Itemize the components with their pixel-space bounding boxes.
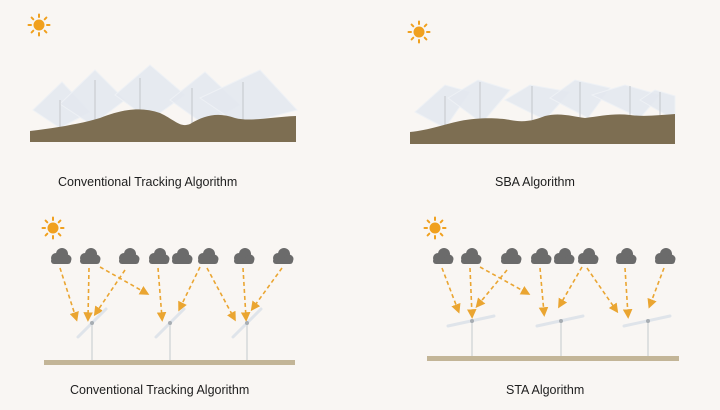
bottom-right-scene-svg	[423, 216, 679, 361]
light-rays	[441, 266, 665, 319]
top-left-scene: Conventional Tracking Algorithm	[0, 0, 360, 200]
light-rays	[59, 266, 283, 322]
solar-panels	[414, 79, 676, 129]
solar-panels	[32, 64, 298, 129]
caption-top-left: Conventional Tracking Algorithm	[58, 175, 238, 189]
hilly-ground	[30, 109, 296, 142]
cloud-icon	[578, 248, 599, 264]
sun-icon	[423, 216, 447, 240]
top-right-scene-svg	[407, 20, 676, 144]
tracker-poles	[59, 78, 244, 130]
clouds	[433, 248, 676, 264]
cloud-icon	[501, 248, 522, 264]
bottom-right-scene: STA Algorithm	[360, 205, 720, 410]
cloud-icon	[531, 248, 552, 264]
cloud-icon	[51, 248, 72, 264]
cloud-icon	[119, 248, 140, 264]
caption-bottom-right: STA Algorithm	[506, 383, 585, 397]
cloud-icon	[273, 248, 294, 264]
cloud-icon	[149, 248, 170, 264]
flat-ground	[427, 356, 679, 361]
cloud-icon	[234, 248, 255, 264]
sun-icon	[407, 20, 431, 44]
cloud-icon	[655, 248, 676, 264]
cloud-icon	[80, 248, 101, 264]
cloud-icon	[172, 248, 193, 264]
flat-ground	[44, 360, 295, 365]
cloud-icon	[616, 248, 637, 264]
cloud-icon	[461, 248, 482, 264]
solar-panels	[76, 307, 263, 361]
tracker-poles	[444, 82, 661, 128]
clouds	[51, 248, 294, 264]
bottom-left-scene-svg	[41, 216, 295, 365]
top-right-scene: SBA Algorithm	[360, 0, 720, 200]
sun-icon	[41, 216, 65, 240]
cloud-icon	[433, 248, 454, 264]
top-left-scene-svg	[27, 13, 298, 142]
hilly-ground	[410, 114, 675, 144]
caption-bottom-left: Conventional Tracking Algorithm	[70, 383, 250, 397]
cloud-icon	[554, 248, 575, 264]
bottom-left-scene: Conventional Tracking Algorithm	[0, 205, 360, 410]
cloud-icon	[198, 248, 219, 264]
solar-panels	[446, 314, 672, 357]
caption-top-right: SBA Algorithm	[495, 175, 575, 189]
sun-icon	[27, 13, 51, 37]
